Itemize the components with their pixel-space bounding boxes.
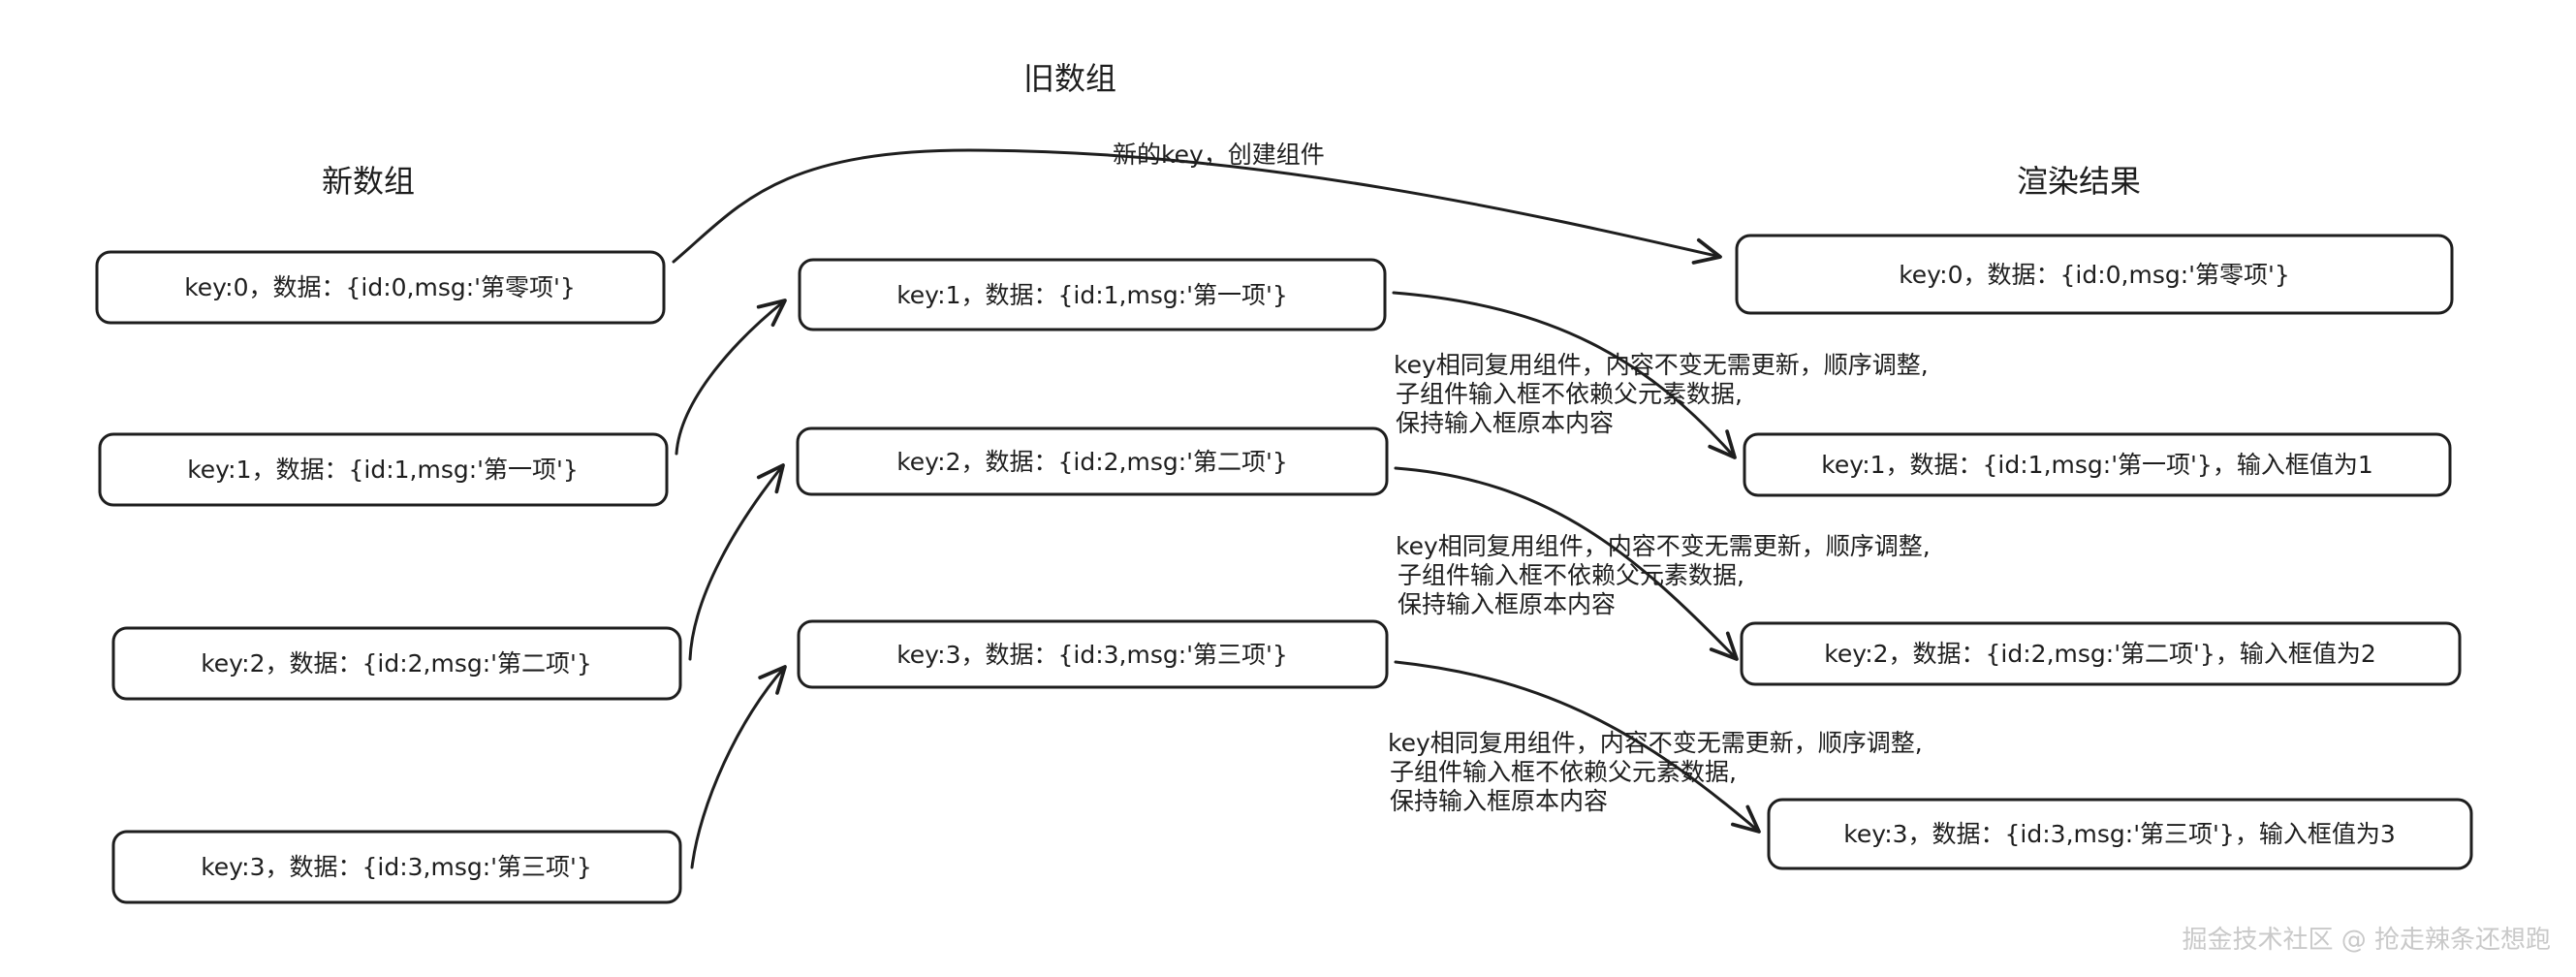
new-array-item-3: key:3，数据：{id:3,msg:'第三项'}	[111, 830, 682, 904]
old-array-item-0: key:1，数据：{id:1,msg:'第一项'}	[798, 258, 1387, 331]
result-box-2	[1740, 621, 2462, 686]
reuse-note-3-line-2: 子组件输入框不依赖父元素数据,	[1390, 758, 1737, 786]
watermark: 掘金技术社区 @ 抢走辣条还想跑	[2182, 926, 2551, 955]
old-array-box-2	[797, 619, 1389, 689]
new-array-item-1: key:1，数据：{id:1,msg:'第一项'}	[98, 432, 669, 507]
old-array-box-1	[796, 426, 1389, 496]
old-array-box-0	[798, 258, 1387, 331]
reuse-note-1-line-1: key相同复用组件，内容不变无需更新，顺序调整,	[1394, 351, 1929, 379]
arrow-old-1-to-result-1	[1392, 291, 1737, 459]
new-array-label-0: key:0，数据：{id:0,msg:'第零项'}	[184, 273, 576, 301]
new-array-label-1: key:1，数据：{id:1,msg:'第一项'}	[187, 456, 579, 484]
new-array-title: 新数组	[322, 163, 415, 200]
old-array-label-0: key:1，数据：{id:1,msg:'第一项'}	[896, 281, 1288, 309]
arrow-new-0-to-result-0	[672, 148, 1722, 265]
reuse-note-1-line-2: 子组件输入框不依赖父元素数据,	[1396, 380, 1743, 408]
new-array-item-0: key:0，数据：{id:0,msg:'第零项'}	[95, 250, 666, 325]
reuse-note-1: key相同复用组件，内容不变无需更新，顺序调整, 子组件输入框不依赖父元素数据,…	[1394, 351, 1929, 437]
arrow-old-2-to-result-2	[1394, 466, 1739, 661]
result-box-1	[1743, 432, 2452, 497]
reuse-note-3-line-1: key相同复用组件，内容不变无需更新，顺序调整,	[1388, 729, 1923, 757]
arrow-new-2-to-old-2	[688, 463, 785, 661]
new-key-label: 新的key，创建组件	[1113, 141, 1325, 169]
result-item-3: key:3，数据：{id:3,msg:'第三项'}，输入框值为3	[1767, 798, 2473, 870]
reuse-note-1-line-3: 保持输入框原本内容	[1396, 409, 1614, 437]
old-array-item-1: key:2，数据：{id:2,msg:'第二项'}	[796, 426, 1389, 496]
reuse-note-2-line-1: key相同复用组件，内容不变无需更新，顺序调整,	[1396, 532, 1931, 560]
new-array-label-3: key:3，数据：{id:3,msg:'第三项'}	[201, 853, 592, 881]
new-array-item-2: key:2，数据：{id:2,msg:'第二项'}	[111, 626, 682, 701]
reuse-note-2-line-2: 子组件输入框不依赖父元素数据,	[1398, 561, 1744, 589]
result-label-2: key:2，数据：{id:2,msg:'第二项'}，输入框值为2	[1824, 640, 2376, 668]
new-array-box-1	[98, 432, 669, 507]
reuse-note-3-line-3: 保持输入框原本内容	[1390, 787, 1608, 815]
result-box-3	[1767, 798, 2473, 870]
result-label-1: key:1，数据：{id:1,msg:'第一项'}，输入框值为1	[1821, 451, 2373, 479]
result-title: 渲染结果	[2017, 163, 2141, 200]
old-array-title: 旧数组	[1023, 60, 1116, 97]
reuse-note-2-line-3: 保持输入框原本内容	[1398, 590, 1616, 618]
new-array-box-0	[95, 250, 666, 325]
result-label-3: key:3，数据：{id:3,msg:'第三项'}，输入框值为3	[1843, 820, 2396, 848]
new-array-label-2: key:2，数据：{id:2,msg:'第二项'}	[201, 649, 592, 678]
result-item-1: key:1，数据：{id:1,msg:'第一项'}，输入框值为1	[1743, 432, 2452, 497]
arrow-new-1-to-old-1	[675, 299, 787, 456]
result-item-0: key:0，数据：{id:0,msg:'第零项'}	[1735, 234, 2454, 315]
result-label-0: key:0，数据：{id:0,msg:'第零项'}	[1899, 261, 2290, 289]
reuse-note-3: key相同复用组件，内容不变无需更新，顺序调整, 子组件输入框不依赖父元素数据,…	[1388, 729, 1923, 815]
reuse-note-2: key相同复用组件，内容不变无需更新，顺序调整, 子组件输入框不依赖父元素数据,…	[1396, 532, 1931, 618]
result-box-0	[1735, 234, 2454, 315]
arrow-old-3-to-result-3	[1394, 660, 1761, 834]
new-array-box-3	[111, 830, 682, 904]
arrow-new-3-to-old-3	[690, 665, 787, 869]
result-item-2: key:2，数据：{id:2,msg:'第二项'}，输入框值为2	[1740, 621, 2462, 686]
old-array-label-2: key:3，数据：{id:3,msg:'第三项'}	[896, 641, 1288, 669]
new-array-box-2	[111, 626, 682, 701]
old-array-label-1: key:2，数据：{id:2,msg:'第二项'}	[896, 448, 1288, 476]
old-array-item-2: key:3，数据：{id:3,msg:'第三项'}	[797, 619, 1389, 689]
